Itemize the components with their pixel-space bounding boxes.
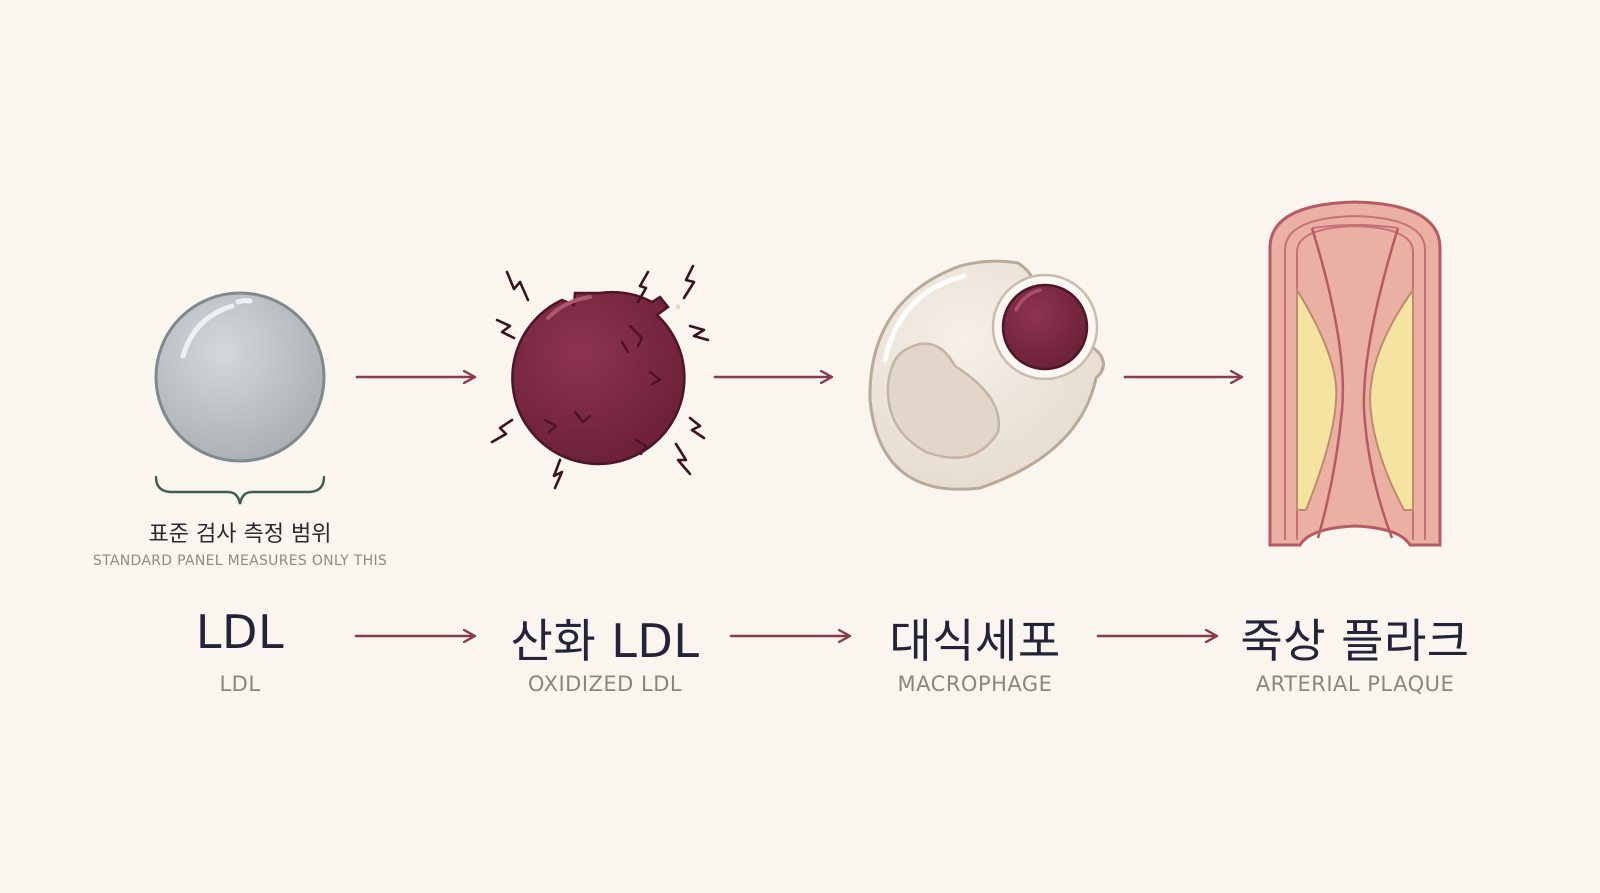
- macrophage-icon: [868, 259, 1105, 491]
- measurement-bracket: [154, 475, 326, 505]
- stage-4-subtitle: ARTERIAL PLAQUE: [1255, 672, 1455, 696]
- stage-1-title: LDL: [195, 605, 285, 659]
- artery-plaque-icon: [1268, 200, 1442, 547]
- ldl-particle-icon: [154, 291, 326, 463]
- note-english: STANDARD PANEL MEASURES ONLY THIS: [92, 553, 388, 569]
- stage-1-subtitle: LDL: [219, 672, 261, 696]
- stage-4-title: 죽상 플라크: [1240, 614, 1470, 668]
- stage-2-title: 산화 LDL: [510, 614, 700, 668]
- stage-2-subtitle: OXIDIZED LDL: [527, 672, 683, 696]
- oxidized-ldl-icon: [490, 264, 710, 490]
- note-korean: 표준 검사 측정 범위: [148, 522, 332, 547]
- stage-3-title: 대식세포: [889, 614, 1061, 668]
- stage-3-subtitle: MACROPHAGE: [897, 672, 1053, 696]
